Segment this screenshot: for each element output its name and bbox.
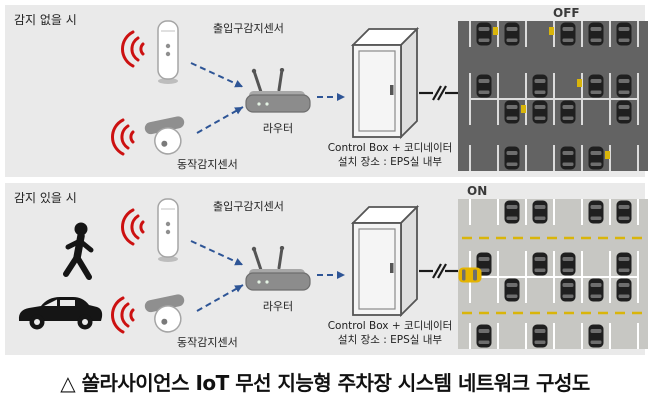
parking-state-label: OFF bbox=[553, 6, 580, 20]
car-side-icon bbox=[13, 289, 105, 333]
entrance-sensor-icon bbox=[153, 197, 183, 263]
wifi-waves-icon bbox=[107, 293, 137, 337]
router-label: 라우터 bbox=[262, 122, 294, 135]
control-box-label: Control Box + 코디네이터 설치 장소 : EPS실 내부 bbox=[321, 142, 459, 169]
control-box-label-line2: 설치 장소 : EPS실 내부 bbox=[337, 155, 443, 168]
wifi-waves-icon bbox=[107, 115, 137, 159]
parking-lot-on-image bbox=[458, 199, 648, 349]
parking-state-label: ON bbox=[467, 184, 488, 198]
wifi-waves-icon bbox=[117, 205, 147, 249]
router-icon bbox=[243, 245, 313, 297]
control-box-label-line1: Control Box + 코디네이터 bbox=[327, 142, 453, 154]
parking-lot-off-image bbox=[458, 21, 648, 171]
entrance-sensor-label: 출입구감지센서 bbox=[213, 200, 284, 213]
control-box-label: Control Box + 코디네이터 설치 장소 : EPS실 내부 bbox=[321, 320, 459, 347]
pedestrian-icon bbox=[57, 221, 101, 289]
router-icon bbox=[243, 67, 313, 119]
motion-sensor-label: 동작감지센서 bbox=[177, 158, 238, 171]
motion-sensor-icon bbox=[143, 115, 191, 159]
router-label: 라우터 bbox=[262, 300, 294, 313]
panel-title: 감지 없을 시 bbox=[14, 13, 77, 27]
panel-title: 감지 있을 시 bbox=[14, 191, 77, 205]
control-box-label-line2: 설치 장소 : EPS실 내부 bbox=[337, 333, 443, 346]
motion-sensor-icon bbox=[143, 293, 191, 337]
wifi-waves-icon bbox=[117, 27, 147, 71]
motion-sensor-label: 동작감지센서 bbox=[177, 336, 238, 349]
panel-no-detection: 감지 없을 시 출입구감지센서 동작감지센서 라우터 Control Box +… bbox=[5, 5, 648, 177]
panel-detection: 감지 있을 시 출입구감지센서 동작감지센서 라우터 Control Box +… bbox=[5, 183, 648, 355]
entrance-sensor-icon bbox=[153, 19, 183, 85]
control-box-icon bbox=[351, 27, 426, 142]
control-box-icon bbox=[351, 205, 426, 320]
control-box-label-line1: Control Box + 코디네이터 bbox=[327, 320, 453, 332]
entrance-sensor-label: 출입구감지센서 bbox=[213, 22, 284, 35]
diagram-caption: △ 쏠라사이언스 IoT 무선 지능형 주차장 시스템 네트워크 구성도 bbox=[0, 355, 650, 407]
